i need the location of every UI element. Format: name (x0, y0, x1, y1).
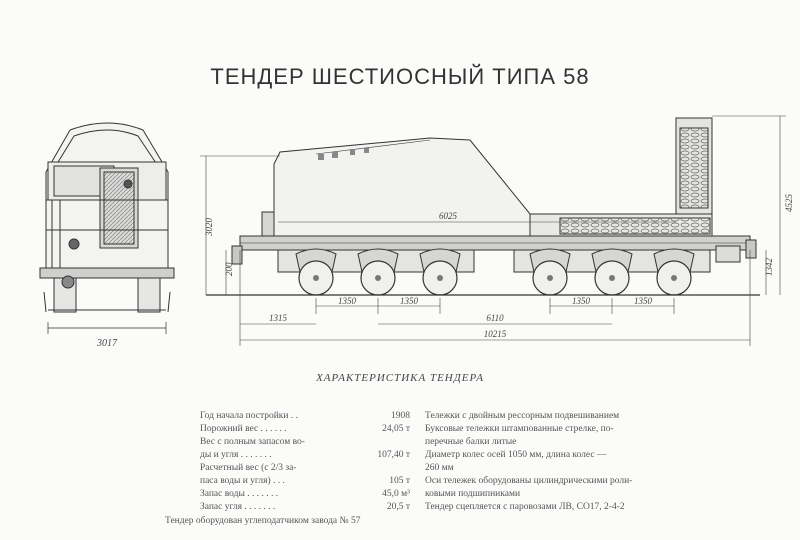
dim-right-small: 1342 (764, 258, 774, 277)
spec-text-line: Тендер сцепляется с паровозами ЛВ, СО17,… (425, 502, 625, 512)
spec-value: 45,0 м³ (382, 489, 410, 499)
spec-label: Запас угля . . . . . . . (200, 502, 276, 512)
characteristics-left: Год начала постройки . . 1908 Порожний ве… (200, 410, 410, 514)
spec-text-line: перечные балки литые (425, 437, 517, 447)
spec-text-line: Оси тележек оборудованы цилиндрическими … (425, 476, 633, 486)
dim-axle-3: 1350 (572, 296, 591, 306)
spec-value: 24,05 т (382, 424, 410, 434)
spec-label: Расчетный вес (с 2/3 за- (200, 463, 297, 473)
spec-label: паса воды и угля) . . . (200, 476, 285, 486)
spec-text-line: 260 мм (425, 463, 454, 473)
dim-axle-2: 1350 (400, 296, 419, 306)
footnote: Тендер оборудован углеподатчиком завода … (165, 516, 361, 526)
side-view (206, 117, 760, 296)
spec-value (352, 436, 410, 449)
spec-value (352, 462, 410, 475)
dim-front-width: 3017 (96, 338, 118, 349)
dim-bogie-base: 6110 (486, 313, 504, 323)
spec-value: 105 т (389, 476, 410, 486)
spec-row: Вес с полным запасом во- (200, 436, 410, 449)
spec-row: Запас угля . . . . . . . 20,5 т (200, 501, 410, 514)
spec-label: ды и угля . . . . . . . (200, 450, 272, 460)
spec-label: Запас воды . . . . . . . (200, 489, 279, 499)
dim-front-height: 3020 (204, 218, 214, 238)
spec-value: 1908 (391, 411, 410, 421)
spec-text-line: Тележки с двойным рессорным подвешивание… (425, 411, 620, 421)
spec-value: 107,40 т (377, 450, 410, 460)
spec-label: Год начала постройки . . (200, 411, 299, 421)
spec-row: Запас воды . . . . . . . 45,0 м³ (200, 488, 410, 501)
spec-text-line: Буксовые тележки штампованные стрелке, п… (425, 424, 614, 434)
characteristics-right: Тележки с двойным рессорным подвешивание… (425, 410, 715, 514)
spec-label: Порожний вес . . . . . . (200, 424, 287, 434)
dim-axle-4: 1350 (634, 296, 653, 306)
spec-label: Вес с полным запасом во- (200, 437, 305, 447)
dim-overall-length: 10215 (484, 329, 507, 339)
spec-row: Год начала постройки . . 1908 (200, 410, 410, 423)
spec-row: паса воды и угля) . . . 105 т (200, 475, 410, 488)
dim-overall-height: 4525 (784, 194, 794, 213)
spec-text-line: Диаметр колес осей 1050 мм, длина колес … (425, 450, 607, 460)
dim-left-base: 1315 (269, 313, 288, 323)
dim-axle-1: 1350 (338, 296, 357, 306)
dim-tank-length: 6025 (439, 211, 458, 221)
spec-row: Расчетный вес (с 2/3 за- (200, 462, 410, 475)
characteristics-title: ХАРАКТЕРИСТИКА ТЕНДЕРА (316, 372, 484, 384)
spec-row: Порожний вес . . . . . . 24,05 т (200, 423, 410, 436)
spec-row: ды и угля . . . . . . . 107,40 т (200, 449, 410, 462)
front-view (39, 122, 175, 334)
spec-value: 20,5 т (386, 502, 410, 512)
dim-side-small: 200 (224, 262, 234, 276)
diagram-title: ТЕНДЕР ШЕСТИОСНЫЙ ТИПА 58 (210, 64, 590, 89)
spec-text-line: ковыми подшипниками (425, 489, 521, 499)
dimension-lines (200, 115, 786, 346)
